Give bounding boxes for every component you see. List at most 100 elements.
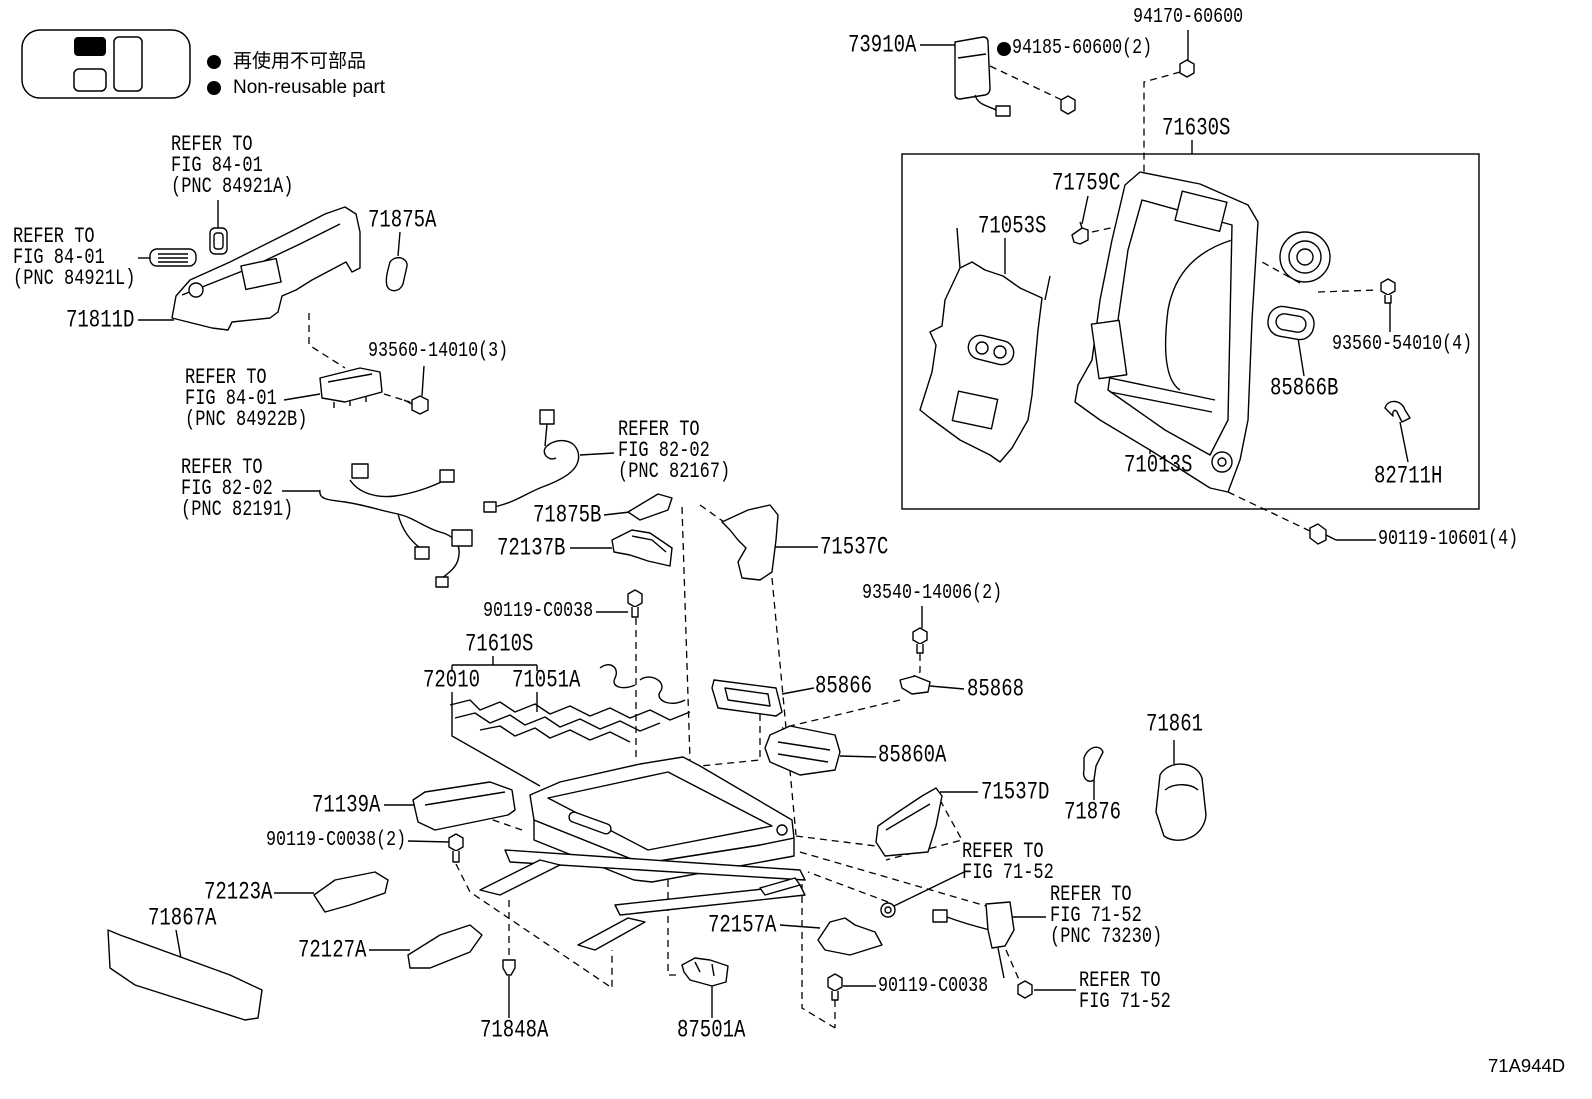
reference-line: REFER TO — [181, 456, 263, 481]
label-94185-60600: 94185-60600(2) — [1012, 36, 1153, 61]
reference-line: (PNC 73230) — [1050, 925, 1163, 950]
cover-72127a-part — [407, 924, 483, 969]
label-71537c: 71537C — [820, 532, 889, 562]
clip-71-52-part — [880, 902, 896, 918]
label-85868: 85868 — [967, 674, 1025, 704]
legend-non-reusable-en: Non-reusable part — [233, 77, 386, 98]
label-85866b: 85866B — [1270, 373, 1339, 403]
bolt-90119-c0038-2-part — [448, 833, 464, 863]
label-71876: 71876 — [1064, 797, 1122, 827]
label-71811d: 71811D — [66, 305, 135, 335]
non-reusable-bullet-icon — [997, 42, 1011, 56]
legend-non-reusable-jp: 再使用不可部品 — [233, 51, 367, 72]
label-94170-60600: 94170-60600 — [1133, 5, 1244, 30]
screw-93560-14010-part — [403, 395, 429, 415]
reference-pnc-84922b: REFER TO FIG 84-01 (PNC 84922B) — [185, 366, 307, 433]
reference-line: FIG 84-01 — [13, 246, 105, 271]
spring-71051a-part — [449, 664, 691, 743]
knob-84921a-part — [209, 227, 228, 255]
switch-85860a-part — [764, 725, 841, 776]
switch-84922b-part — [319, 367, 383, 408]
cover-71875b-part — [627, 493, 673, 521]
reference-pnc-84921l: REFER TO FIG 84-01 (PNC 84921L) — [13, 225, 136, 292]
nut-94170-part — [1179, 59, 1195, 78]
screw-93560-54010-part — [1380, 278, 1396, 304]
label-85866: 85866 — [815, 671, 873, 701]
label-71537d: 71537D — [981, 777, 1050, 807]
reference-line: (PNC 84921A) — [171, 175, 294, 200]
label-90119-c0038-2: 90119-C0038(2) — [266, 828, 407, 853]
label-82711h: 82711H — [1374, 461, 1443, 491]
label-93540-14006: 93540-14006(2) — [862, 581, 1003, 606]
label-72137b: 72137B — [497, 533, 566, 563]
cover-71537d-part — [875, 787, 943, 857]
reference-fig-71-52-clip: REFER TO FIG 71-52 — [962, 840, 1054, 886]
label-71051a: 71051A — [512, 665, 581, 695]
cover-72157a-part — [817, 917, 883, 956]
leader-lines — [138, 30, 1409, 1018]
bezel-85866-part — [711, 679, 783, 717]
label-72127a: 72127A — [298, 935, 367, 965]
reference-line: REFER TO — [171, 133, 253, 158]
reference-line: (PNC 82167) — [618, 460, 731, 485]
seat-back-frame-part — [1074, 171, 1259, 493]
reference-line: FIG 84-01 — [185, 387, 277, 412]
label-71875a: 71875A — [368, 205, 437, 235]
clip-71848a-part — [502, 959, 516, 976]
spring-71759c-part — [1071, 221, 1089, 245]
label-71875b: 71875B — [533, 500, 602, 530]
cover-71139a-part — [412, 781, 516, 831]
reference-line: FIG 71-52 — [1079, 990, 1171, 1015]
reference-pnc-82191: REFER TO FIG 82-02 (PNC 82191) — [181, 456, 293, 523]
emblem-84921l-part — [149, 248, 197, 267]
cover-72123a-part — [313, 871, 389, 913]
reference-line: REFER TO — [185, 366, 267, 391]
bolt-90119-c0038-lower-part — [827, 973, 843, 1001]
bolt-90119-10601-part — [1309, 523, 1337, 545]
label-71139a: 71139A — [312, 790, 381, 820]
clip-82711h-part — [1384, 400, 1411, 423]
reference-line: (PNC 84921L) — [13, 267, 136, 292]
label-71759c: 71759C — [1052, 168, 1121, 198]
nut-94185-part — [1060, 95, 1076, 115]
label-90119-c0038-upper: 90119-C0038 — [483, 599, 594, 624]
wire-harness-82167-part — [483, 409, 580, 513]
cover-71537c-part — [721, 504, 779, 581]
cover-71867a-part — [107, 929, 263, 1021]
reference-line: REFER TO — [1050, 883, 1132, 908]
label-71610s: 71610S — [465, 629, 534, 659]
label-90119-c0038-lower: 90119-C0038 — [878, 974, 989, 999]
seat-belt-buckle-part — [932, 901, 1015, 979]
seat-adjuster-rails-part — [479, 849, 806, 951]
cover-71876-part — [1082, 746, 1104, 782]
label-93560-14010: 93560-14010(3) — [368, 339, 509, 364]
reference-fig-71-52-nut: REFER TO FIG 71-52 — [1079, 969, 1171, 1015]
clip-85868-part — [899, 675, 931, 695]
legend-bullet-en-icon — [207, 81, 221, 95]
label-71867a: 71867A — [148, 903, 217, 933]
legend-bullet-jp-icon — [207, 55, 221, 69]
label-71013s: 71013S — [1124, 450, 1193, 480]
label-90119-10601: 90119-10601(4) — [1378, 527, 1519, 552]
cover-71861-part — [1155, 763, 1207, 841]
reference-line: FIG 84-01 — [171, 154, 263, 179]
label-71861: 71861 — [1146, 709, 1204, 739]
cover-71875a-part — [385, 256, 408, 292]
label-71053s: 71053S — [978, 211, 1047, 241]
seat-back-panel-part — [919, 227, 1051, 463]
label-85860a: 85860A — [878, 740, 947, 770]
reference-line: REFER TO — [618, 418, 700, 443]
bolt-90119-c0038-upper-part — [627, 589, 643, 618]
side-shield-71811d-part — [171, 206, 361, 331]
reference-line: FIG 82-02 — [181, 477, 273, 502]
cover-72137b-part — [611, 529, 673, 567]
seat-back-group-box — [901, 153, 1480, 510]
screw-93540-part — [912, 627, 928, 654]
figure-id: 71A944D — [1488, 1055, 1566, 1076]
label-72123a: 72123A — [204, 877, 273, 907]
label-72010: 72010 — [423, 665, 481, 695]
reference-pnc-84921a: REFER TO FIG 84-01 (PNC 84921A) — [171, 133, 294, 200]
recliner-cover-85866b-part — [1267, 231, 1331, 341]
